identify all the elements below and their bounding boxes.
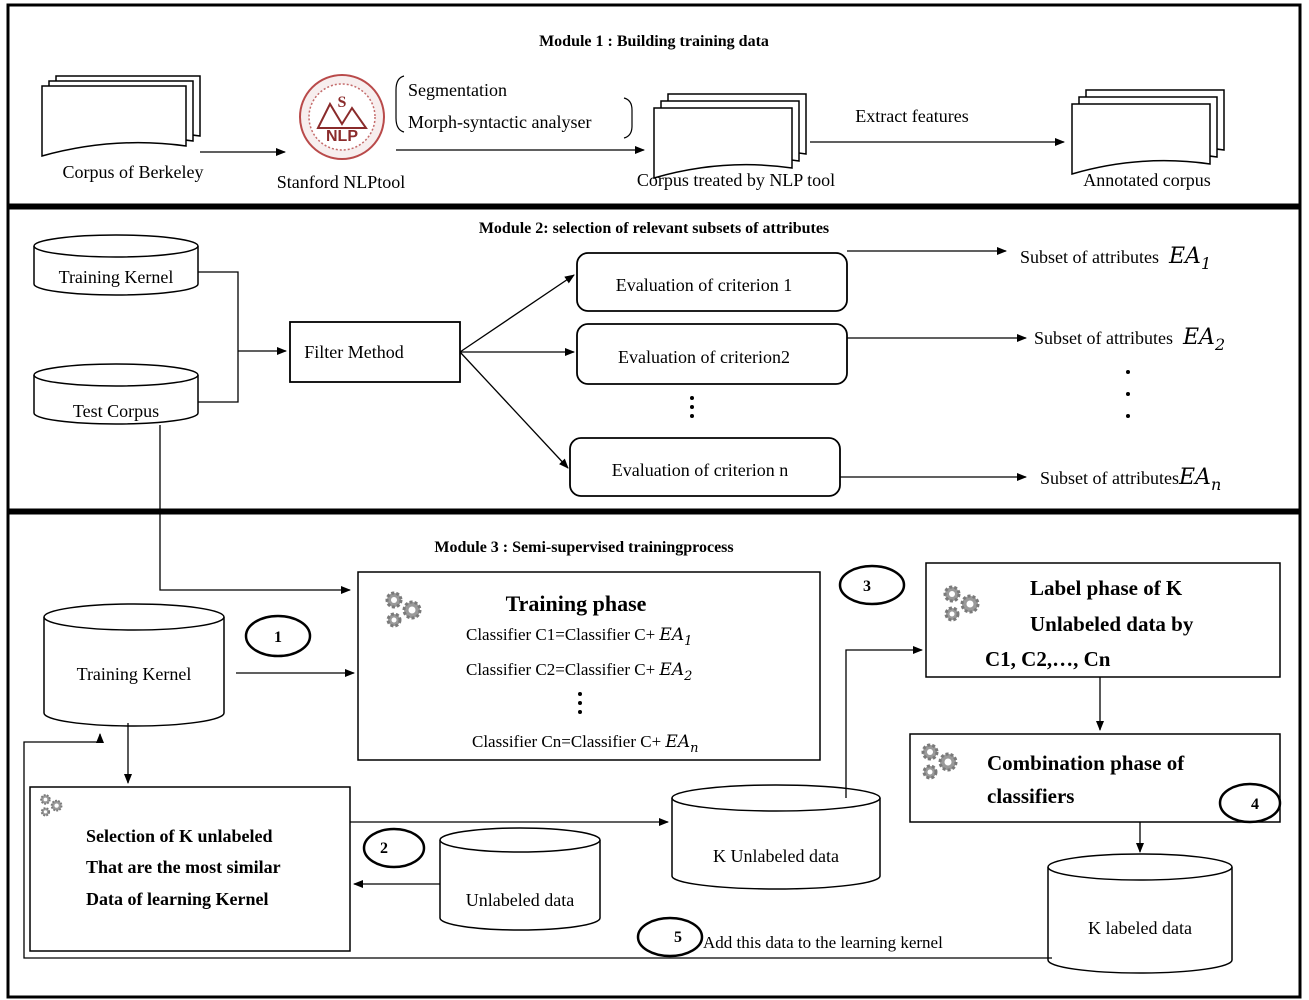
module3-title: Module 3 : Semi-supervised trainingproce… (434, 539, 733, 556)
selection-box (29, 786, 351, 952)
step-4-circle (1218, 782, 1282, 824)
selection-line1: Selection of K unlabeled (86, 826, 273, 846)
criterion-n-label: Evaluation of criterion n (612, 460, 788, 480)
label-phase-line1: Label phase of K (1030, 576, 1183, 600)
training-kernel-cylinder (33, 234, 199, 296)
connector-inputs (198, 271, 239, 403)
k-unlabeled-cylinder (671, 784, 881, 890)
step-3-number: 3 (863, 578, 871, 595)
selection-line2: That are the most similar (86, 857, 281, 877)
classifier-2-label: Classifier C2=Classifier C+ EA2 (466, 660, 692, 684)
annotated-corpus-doc-icon (1071, 89, 1225, 175)
stanford-nlp-logo: S NLP (299, 74, 385, 160)
morph-analyser-label: Morph-syntactic analyser (408, 112, 591, 132)
criteria-ellipsis (690, 396, 694, 418)
arrow-kunlabeled-to-label (845, 646, 923, 798)
subsets-ellipsis (1126, 370, 1130, 418)
extract-features-label: Extract features (855, 106, 968, 126)
stanford-tool-label: Stanford NLPtool (277, 172, 406, 192)
combination-line1: Combination phase of (987, 751, 1185, 775)
combination-line2: classifiers (987, 784, 1074, 808)
step-3-circle (838, 564, 906, 606)
subset-1-label: Subset of attributes EA1 (1020, 244, 1211, 273)
step-4-number: 4 (1251, 796, 1259, 813)
corpus-treated-doc-icon (653, 93, 807, 179)
test-corpus-label: Test Corpus (73, 401, 159, 421)
training-kernel-label: Training Kernel (59, 267, 174, 287)
unlabeled-label: Unlabeled data (466, 890, 574, 910)
label-phase-line2: Unlabeled data by (1030, 612, 1194, 636)
subset-n-label: Subset of attributesEAn (1040, 465, 1221, 494)
arrow-feedback-to-kernel (23, 733, 1052, 959)
filter-method-label: Filter Method (304, 342, 404, 362)
selection-line3: Data of learning Kernel (86, 889, 268, 909)
combination-phase-box (909, 733, 1281, 823)
arrow-filter-to-c1 (459, 274, 575, 353)
classifiers-ellipsis (578, 692, 582, 714)
training-phase-title: Training phase (506, 591, 647, 616)
subset-2-label: Subset of attributes EA2 (1034, 325, 1225, 354)
classifier-n-label: Classifier Cn=Classifier C+ EAn (472, 732, 698, 756)
right-bracket (623, 97, 633, 139)
criterion-2-label: Evaluation of criterion2 (618, 347, 790, 367)
corpus-berkeley-label: Corpus of Berkeley (63, 162, 204, 182)
arrow-testcorpus-to-training (159, 425, 351, 594)
criterion-2-box (576, 323, 848, 385)
step-5-circle (636, 916, 704, 958)
logo-text: NLP (326, 128, 358, 145)
arrow-filter-to-cn (459, 351, 569, 469)
step-1-number: 1 (274, 629, 282, 646)
criterion-n-box (569, 437, 841, 497)
criterion-1-label: Evaluation of criterion 1 (616, 275, 792, 295)
segmentation-label: Segmentation (408, 80, 507, 100)
m3-training-kernel-label: Training Kernel (77, 664, 192, 684)
classifier-1-label: Classifier C1=Classifier C+ EA1 (466, 625, 692, 649)
left-bracket (395, 75, 405, 133)
step-5-number: 5 (674, 929, 682, 946)
training-phase-box (357, 571, 821, 761)
step-2-number: 2 (380, 840, 388, 857)
logo-letter: S (338, 94, 347, 111)
criterion-1-box (576, 252, 848, 312)
m3-training-kernel-cylinder (43, 603, 225, 727)
annotated-corpus-label: Annotated corpus (1083, 170, 1210, 190)
k-labeled-cylinder (1047, 853, 1233, 974)
add-data-label: Add this data to the learning kernel (703, 933, 943, 952)
unlabeled-cylinder (439, 827, 601, 931)
step-1-circle (244, 614, 312, 658)
step-2-circle (362, 827, 426, 869)
module1-title: Module 1 : Building training data (539, 33, 769, 50)
k-unlabeled-label: K Unlabeled data (713, 846, 839, 866)
module1-frame (6, 3, 1302, 207)
corpus-treated-label: Corpus treated by NLP tool (637, 170, 835, 190)
label-phase-box (925, 562, 1281, 678)
corpus-berkeley-doc-icon (41, 75, 201, 157)
filter-method-box (289, 321, 461, 383)
module3-frame (6, 511, 1302, 999)
module2-title: Module 2: selection of relevant subsets … (479, 220, 829, 237)
test-corpus-cylinder (33, 363, 199, 425)
k-labeled-label: K labeled data (1088, 918, 1192, 938)
label-phase-line3: C1, C2,…, Cn (985, 647, 1111, 671)
module2-frame (6, 206, 1302, 512)
